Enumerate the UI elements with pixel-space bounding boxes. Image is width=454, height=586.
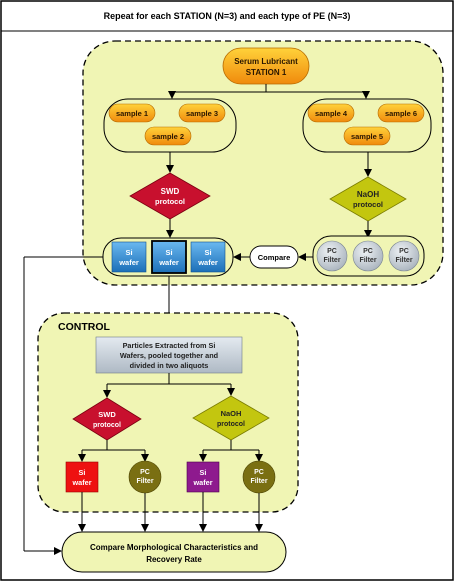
control-pc-label-line1: PC bbox=[140, 469, 150, 476]
control-pc-filter-olive bbox=[242, 460, 276, 494]
control-naoh-label-line1: NaOH bbox=[221, 409, 242, 418]
control-pc-label-line1: PC bbox=[254, 469, 264, 476]
pc-filter-disc bbox=[388, 240, 420, 272]
sample-label: sample 2 bbox=[152, 132, 184, 141]
sample-pill bbox=[307, 103, 355, 123]
final-label-line2: Recovery Rate bbox=[146, 555, 202, 564]
sample-pill bbox=[144, 126, 192, 146]
control-si-label-line2: wafer bbox=[192, 478, 212, 487]
pc-filter-label-line1: PC bbox=[399, 248, 409, 255]
compare-label: Compare bbox=[258, 253, 291, 262]
swd-label-line1: SWD bbox=[161, 187, 180, 196]
pc-filter-disc bbox=[352, 240, 384, 272]
control-pc-label-line2: Filter bbox=[136, 478, 153, 485]
si-wafer-box bbox=[111, 241, 147, 273]
pc-filter-disc bbox=[316, 240, 348, 272]
control-si-wafer-red bbox=[65, 461, 99, 493]
naoh-label-line1: NaOH bbox=[357, 190, 379, 199]
control-pc-filter-olive bbox=[128, 460, 162, 494]
sample-pill bbox=[343, 126, 391, 146]
final-compare-node bbox=[61, 531, 287, 573]
naoh-label-line2: protocol bbox=[353, 200, 383, 209]
si-wafer-box bbox=[190, 241, 226, 273]
pooled-particles-box bbox=[95, 336, 243, 374]
serum-label-line1: Serum Lubricant bbox=[234, 57, 298, 66]
control-swd-label-line1: SWD bbox=[98, 410, 116, 419]
sample-label: sample 3 bbox=[186, 109, 218, 118]
control-title: CONTROL bbox=[58, 321, 110, 333]
pc-filter-label-line2: Filter bbox=[323, 257, 340, 264]
si-wafer-label-line1: Si bbox=[204, 248, 211, 257]
sample-pill bbox=[377, 103, 425, 123]
si-wafer-label-line1: Si bbox=[125, 248, 132, 257]
control-si-label-line2: wafer bbox=[71, 478, 91, 487]
si-wafer-label-line2: wafer bbox=[158, 258, 179, 267]
pooled-label-line1: Particles Extracted from Si bbox=[123, 341, 216, 350]
sample-pill bbox=[178, 103, 226, 123]
serum-label-line2: STATION 1 bbox=[246, 68, 287, 77]
header-title: Repeat for each STATION (N=3) and each t… bbox=[104, 11, 351, 21]
si-wafer-label-line1: Si bbox=[165, 248, 172, 257]
pc-filter-label-line1: PC bbox=[327, 248, 337, 255]
control-swd-label-line2: protocol bbox=[93, 422, 121, 429]
pc-filter-label-line2: Filter bbox=[359, 257, 376, 264]
swd-label-line2: protocol bbox=[155, 197, 185, 206]
pc-filter-label-line2: Filter bbox=[395, 257, 412, 264]
pooled-label-line2: Wafers, pooled together and bbox=[120, 351, 218, 360]
si-wafer-label-line2: wafer bbox=[118, 258, 139, 267]
control-pc-label-line2: Filter bbox=[250, 478, 267, 485]
pooled-label-line3: divided in two aliquots bbox=[130, 361, 209, 370]
control-si-wafer-purple bbox=[186, 461, 220, 493]
sample-label: sample 6 bbox=[385, 109, 417, 118]
control-si-label-line1: Si bbox=[200, 468, 207, 477]
sample-label: sample 4 bbox=[315, 109, 348, 118]
sample-label: sample 1 bbox=[116, 109, 148, 118]
si-wafer-label-line2: wafer bbox=[197, 258, 218, 267]
final-label-line1: Compare Morphological Characteristics an… bbox=[90, 543, 258, 552]
si-wafer-box-selected bbox=[151, 240, 187, 274]
pc-filter-label-line1: PC bbox=[363, 248, 373, 255]
sample-pill bbox=[108, 103, 156, 123]
control-naoh-label-line2: protocol bbox=[217, 421, 245, 428]
control-si-label-line1: Si bbox=[79, 468, 86, 477]
sample-label: sample 5 bbox=[351, 132, 383, 141]
serum-lubricant-node bbox=[222, 47, 310, 85]
